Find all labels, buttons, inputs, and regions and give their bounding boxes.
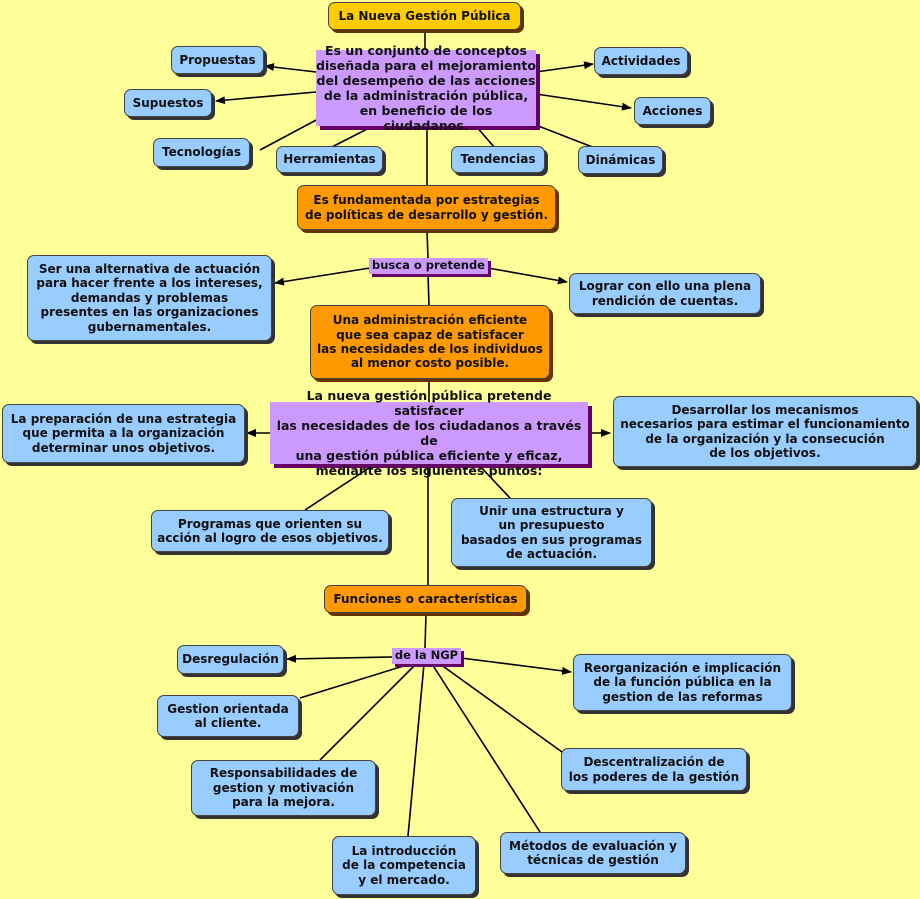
node-administracion: Una administración eficiente que sea cap… [310,305,550,379]
node-mecanismos: Desarrollar los mecanismos necesarios pa… [613,396,917,467]
node-dinamicas: Dinámicas [578,146,663,174]
edge-dela-met [431,663,541,833]
node-funciones: Funciones o características [324,585,527,613]
edge-def-din [527,121,596,149]
node-rendicion: Lograr con ello una plena rendición de c… [569,273,761,314]
node-tendencias: Tendencias [451,146,545,173]
edge-busca-alt [274,267,371,286]
node-introduccion: La introducción de la competencia y el m… [332,836,476,895]
node-nueva-gestion: La nueva gestión pública pretende satisf… [270,388,588,478]
link-label-busca: busca o pretende [369,258,488,274]
node-responsabilidades: Responsabilidades de gestion y motivació… [191,760,376,816]
edge-dela-desr [286,654,393,663]
node-metodos: Métodos de evaluación y técnicas de gest… [500,832,686,874]
edge-fund-busca [426,229,429,259]
link-label-ngp: de la NGP [392,648,461,664]
edge-def-her [329,124,376,149]
edge-dela-gest [299,663,411,699]
edge-def-tec [259,117,321,151]
edge-def-act [535,61,594,73]
node-tecnologias: Tecnologías [153,138,250,167]
node-programas: Programas que orienten su acción al logr… [151,510,389,552]
node-actividades: Actividades [594,47,688,75]
edge-def-ten [474,124,496,149]
node-preparacion: La preparación de una estrategia que per… [2,404,245,463]
edge-dela-intro [407,663,425,837]
edge-dela-reorg [460,657,572,675]
edge-def-prop [264,63,317,73]
node-title: La Nueva Gestión Pública [328,2,521,30]
node-definition: Es un conjunto de conceptos diseñada par… [316,43,536,133]
edge-busca-admin [427,273,430,306]
node-descentralizacion: Descentralización de los poderes de la g… [561,748,747,791]
edge-def-sup [215,91,317,105]
edge-dela-resp [319,663,417,761]
node-unir-estructura: Unir una estructura y un presupuesto bas… [451,498,652,567]
node-herramientas: Herramientas [276,146,383,173]
node-alternativa: Ser una alternativa de actuación para ha… [27,255,272,341]
node-supuestos: Supuestos [124,89,212,117]
edge-def-acc [535,93,632,111]
edge-dela-desc [439,663,563,753]
node-fundamentada: Es fundamentada por estrategias de polít… [297,185,556,230]
edge-busca-rend [487,267,568,285]
edge-func-dela [424,612,427,649]
edge-ngp-prog [304,463,376,511]
node-desregulacion: Desregulación [177,645,284,674]
node-reorganizacion: Reorganización e implicación de la funci… [573,654,792,711]
edge-ngp-unir [477,463,511,499]
node-propuestas: Propuestas [171,46,264,74]
node-acciones: Acciones [634,97,711,125]
node-gestion-cliente: Gestion orientada al cliente. [157,695,299,737]
